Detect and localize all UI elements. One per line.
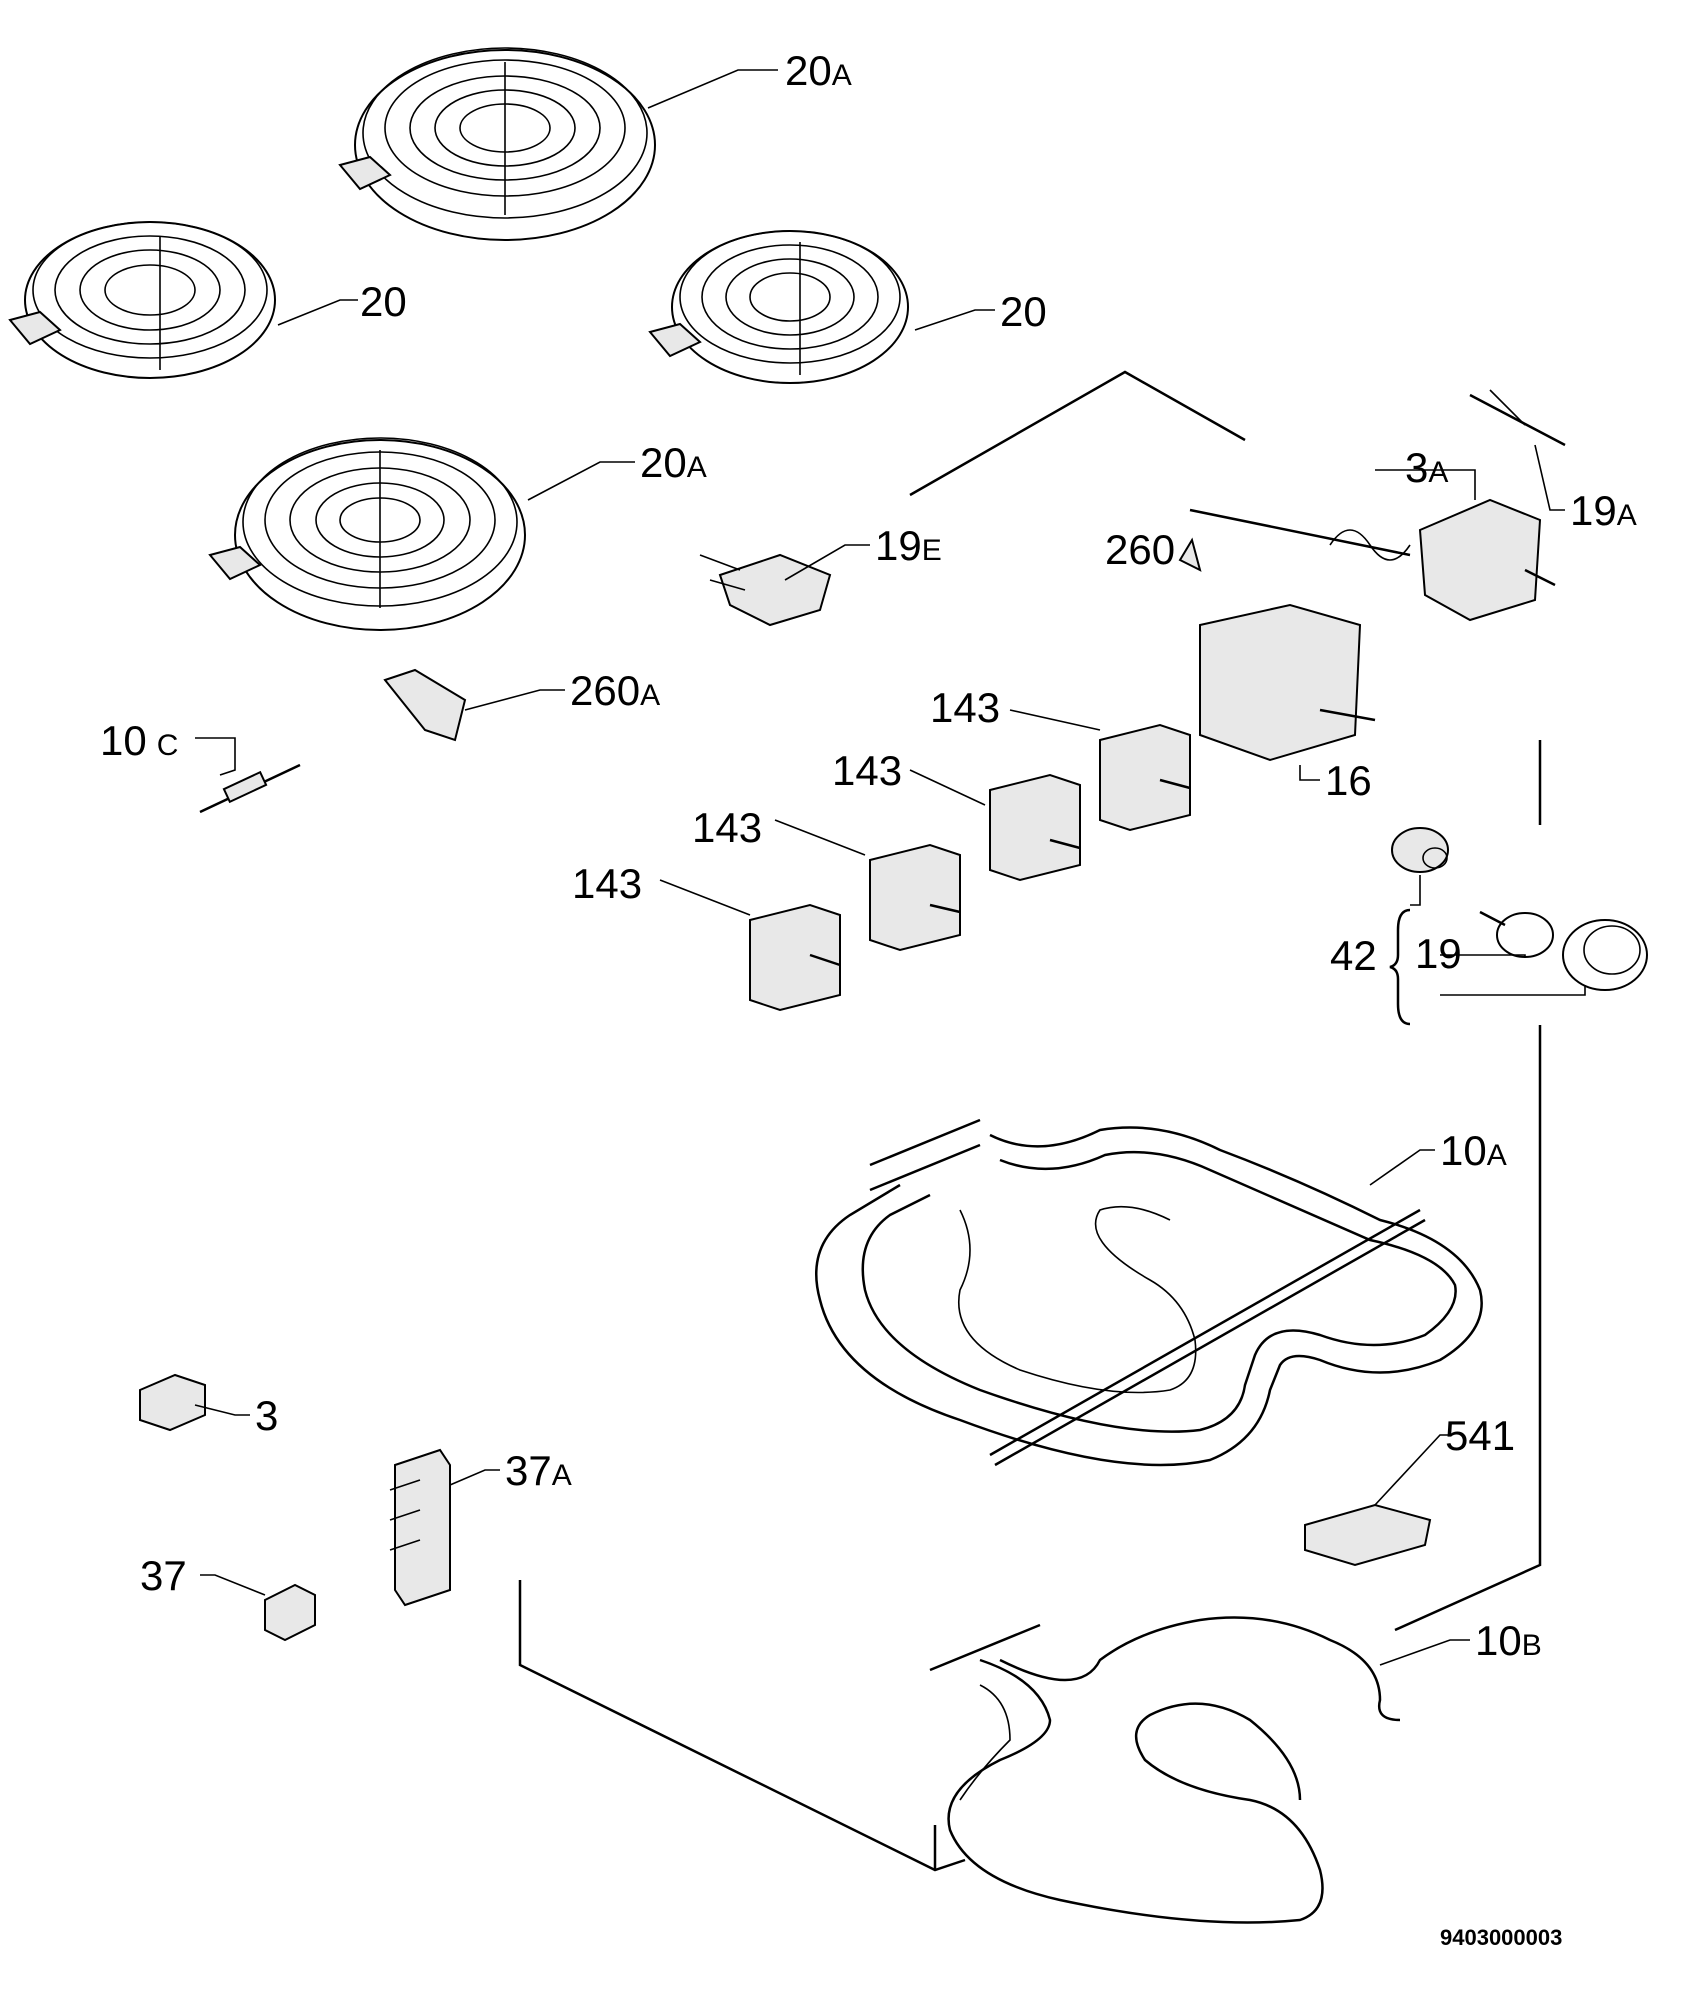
fuse-10c-part (199, 763, 301, 814)
energy-regulator-part-1 (749, 903, 841, 1012)
label-sensor-19a: 19A (1570, 487, 1637, 534)
label-thermal-cutout-3: 3 (255, 1392, 278, 1439)
thermostat-3a-part (1189, 498, 1556, 622)
label-switch-541: 541 (1445, 1412, 1515, 1459)
lamp-bulb-part (1479, 910, 1554, 958)
hob-element-front-large (208, 437, 526, 631)
clip-260-part (1178, 537, 1202, 572)
bottom-element-10b-part (929, 1616, 1401, 1924)
sensor-19a-part (1469, 389, 1566, 447)
terminal-19e-part (699, 553, 832, 627)
label-regulator-3: 143 (692, 804, 762, 851)
label-terminal-19e: 19E (875, 522, 942, 569)
energy-regulator-part-4 (1099, 723, 1191, 832)
label-lamp-19: 19 (1415, 930, 1462, 977)
hob-element-rear-large (338, 47, 656, 241)
leader-lines (194, 69, 1586, 1666)
selector-16-part (1199, 603, 1376, 762)
label-regulator-4: 143 (572, 860, 642, 907)
label-regulator-2: 143 (832, 747, 902, 794)
label-hob-rear-large: 20A (785, 47, 852, 94)
hob-element-left-small (8, 221, 276, 379)
label-lamp-assembly-42: 42 (1330, 932, 1377, 979)
hob-element-right-small (648, 230, 909, 384)
grill-element-10a-part (815, 1118, 1483, 1467)
drawing-code: 9403000003 (1440, 1925, 1562, 1950)
lamp-holder-part (1391, 827, 1449, 873)
label-terminal-block-37a: 37A (505, 1447, 572, 1494)
label-hob-right-small: 20 (1000, 288, 1047, 335)
label-grill-element-10a: 10A (1440, 1127, 1507, 1174)
terminal-37-part (264, 1583, 316, 1642)
label-hob-left-small: 20 (360, 278, 407, 325)
label-terminal-37: 37 (140, 1552, 187, 1599)
label-clip-260: 260 (1105, 526, 1175, 573)
label-regulator-1: 143 (930, 684, 1000, 731)
label-hob-front-large: 20A (640, 439, 707, 486)
frame-lines (518, 370, 1542, 1872)
lamp-assembly-brace (1389, 908, 1411, 1026)
energy-regulator-part-2 (869, 843, 961, 952)
label-thermostat-3a: 3A (1405, 444, 1448, 491)
label-bottom-element-10b: 10B (1475, 1617, 1542, 1664)
bracket-260a-part (383, 668, 467, 742)
door-switch-541-part (1304, 1503, 1432, 1567)
label-bracket-260a: 260A (570, 667, 660, 714)
thermal-cutout-3-part (139, 1373, 206, 1432)
terminal-block-37a-part (389, 1448, 451, 1607)
lamp-cover-part (1562, 919, 1648, 991)
label-selector-16: 16 (1325, 757, 1372, 804)
energy-regulator-part-3 (989, 773, 1081, 882)
